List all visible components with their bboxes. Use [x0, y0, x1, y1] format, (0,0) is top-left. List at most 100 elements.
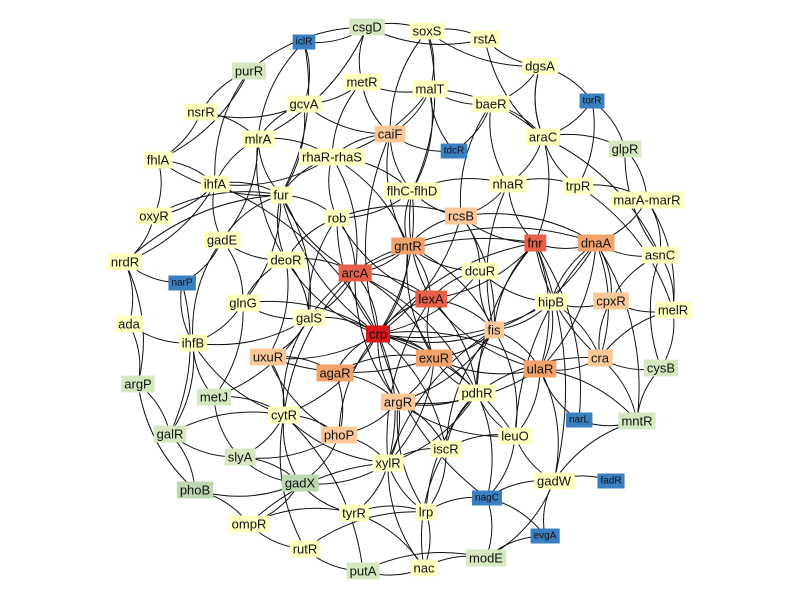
- node-label-trpR: trpR: [566, 179, 591, 194]
- node-label-metJ: metJ: [200, 390, 228, 405]
- node-label-rstA: rstA: [473, 32, 496, 47]
- node-label-leuO: leuO: [501, 429, 528, 444]
- node-label-soxS: soxS: [413, 24, 442, 39]
- node-box-exuR: [415, 349, 453, 367]
- node-label-iclR: iclR: [296, 37, 313, 48]
- node-fadR: fadR: [597, 473, 625, 489]
- edge-galS-rob: [308, 217, 338, 319]
- edge-metJ-slyA: [213, 396, 241, 458]
- node-box-nrdR: [107, 253, 143, 271]
- edge-dnaA-cpxR: [595, 242, 612, 302]
- node-label-lexA: lexA: [418, 292, 444, 307]
- edge-modE-nagC: [485, 497, 493, 559]
- node-label-nhaR: nhaR: [492, 177, 523, 192]
- node-nac: nac: [410, 559, 438, 577]
- edge-cytR-uxuR: [267, 356, 285, 416]
- edge-dnaA-gntR: [407, 227, 597, 247]
- edge-dgsA-araC: [534, 65, 544, 138]
- edge-mntR-cra: [599, 357, 638, 422]
- node-malT: malT: [412, 80, 448, 98]
- node-box-narL: [565, 412, 593, 428]
- node-label-baeR: baeR: [475, 97, 506, 112]
- node-cra: cra: [587, 349, 613, 367]
- node-narP: narP: [168, 275, 196, 291]
- node-baeR: baeR: [472, 95, 510, 113]
- edge-flhC-flhD-malT: [411, 88, 433, 192]
- edge-purR-ihfA: [214, 70, 250, 185]
- node-label-gntR: gntR: [394, 239, 421, 254]
- node-box-galR: [153, 425, 187, 443]
- node-label-dnaA: dnaA: [581, 236, 612, 251]
- node-box-purR: [231, 62, 267, 80]
- node-modE: modE: [466, 549, 507, 567]
- node-box-galS: [292, 309, 326, 327]
- node-narL: narL: [565, 412, 593, 428]
- node-melR: melR: [654, 301, 692, 319]
- node-label-agaR: agaR: [319, 366, 350, 381]
- node-box-asnC: [641, 246, 679, 264]
- node-label-mntR: mntR: [621, 414, 652, 429]
- edge-dnaA-ulaR: [539, 242, 597, 370]
- edge-araC-asnC: [542, 136, 661, 256]
- node-label-glpR: glpR: [612, 142, 639, 157]
- node-box-narP: [168, 275, 196, 291]
- node-ulaR: ulaR: [523, 360, 557, 378]
- node-tyrR: tyrR: [339, 504, 369, 522]
- node-label-fis: fis: [488, 323, 502, 338]
- node-label-gcvA: gcvA: [290, 97, 319, 112]
- edge-arcA-cytR: [283, 272, 356, 416]
- node-label-rhaR-rhaS: rhaR-rhaS: [302, 150, 362, 165]
- node-box-putA: [346, 562, 380, 580]
- node-arcA: arcA: [338, 264, 372, 282]
- node-label-cpxR: cpxR: [596, 294, 626, 309]
- node-cysB: cysB: [643, 359, 679, 377]
- node-box-baeR: [472, 95, 510, 113]
- edge-glnG-gadE: [221, 239, 244, 304]
- node-tdcR: tdcR: [440, 143, 468, 159]
- node-box-slyA: [224, 448, 256, 466]
- node-csgD: csgD: [349, 18, 385, 36]
- edge-crp-ihfA: [214, 183, 379, 335]
- node-cytR: cytR: [268, 406, 300, 424]
- node-box-nhaR: [489, 175, 527, 193]
- node-box-hipB: [534, 293, 568, 311]
- edge-gadE-ihfB: [192, 239, 223, 344]
- node-box-fhlA: [143, 151, 173, 169]
- node-box-rhaR-rhaS: [299, 148, 366, 166]
- edge-lexA-xylR: [386, 298, 432, 464]
- edge-trpR-melR: [577, 185, 674, 311]
- edge-mlrA-deoR: [256, 138, 287, 261]
- node-trpR: trpR: [562, 177, 594, 195]
- edge-csgD-mlrA: [257, 26, 368, 140]
- edge-fis-nhaR: [486, 183, 509, 331]
- node-label-evgA: evgA: [534, 531, 557, 542]
- edge-gntR-exuR: [406, 245, 435, 359]
- node-exuR: exuR: [415, 349, 453, 367]
- node-label-crp: crp: [369, 327, 387, 342]
- node-label-ulaR: ulaR: [527, 362, 554, 377]
- node-fhlA: fhlA: [143, 151, 173, 169]
- node-ada: ada: [115, 315, 144, 333]
- node-box-cytR: [268, 406, 300, 424]
- edge-crp-dcuR: [377, 270, 481, 335]
- node-label-narL: narL: [569, 415, 589, 426]
- node-box-leuO: [498, 427, 532, 445]
- node-rutR: rutR: [289, 540, 321, 558]
- node-glpR: glpR: [608, 140, 642, 158]
- node-araC: araC: [525, 128, 561, 146]
- node-marA-marR: marA-marR: [610, 191, 684, 209]
- node-flhC-flhD: flhC-flhD: [383, 182, 441, 200]
- node-box-gadW: [534, 472, 575, 490]
- node-label-narP: narP: [171, 278, 192, 289]
- node-box-modE: [466, 549, 507, 567]
- node-metR: metR: [343, 73, 381, 91]
- edge-arcA-argR: [354, 272, 399, 403]
- edge-uxuR-deoR: [267, 259, 289, 358]
- edge-gadW-ulaR: [539, 368, 559, 482]
- node-box-fur: [270, 186, 293, 204]
- edge-fur-galS: [280, 194, 311, 319]
- node-caiF: caiF: [374, 125, 406, 143]
- edge-cytR-gadX: [282, 414, 301, 484]
- node-label-mlrA: mlrA: [245, 132, 272, 147]
